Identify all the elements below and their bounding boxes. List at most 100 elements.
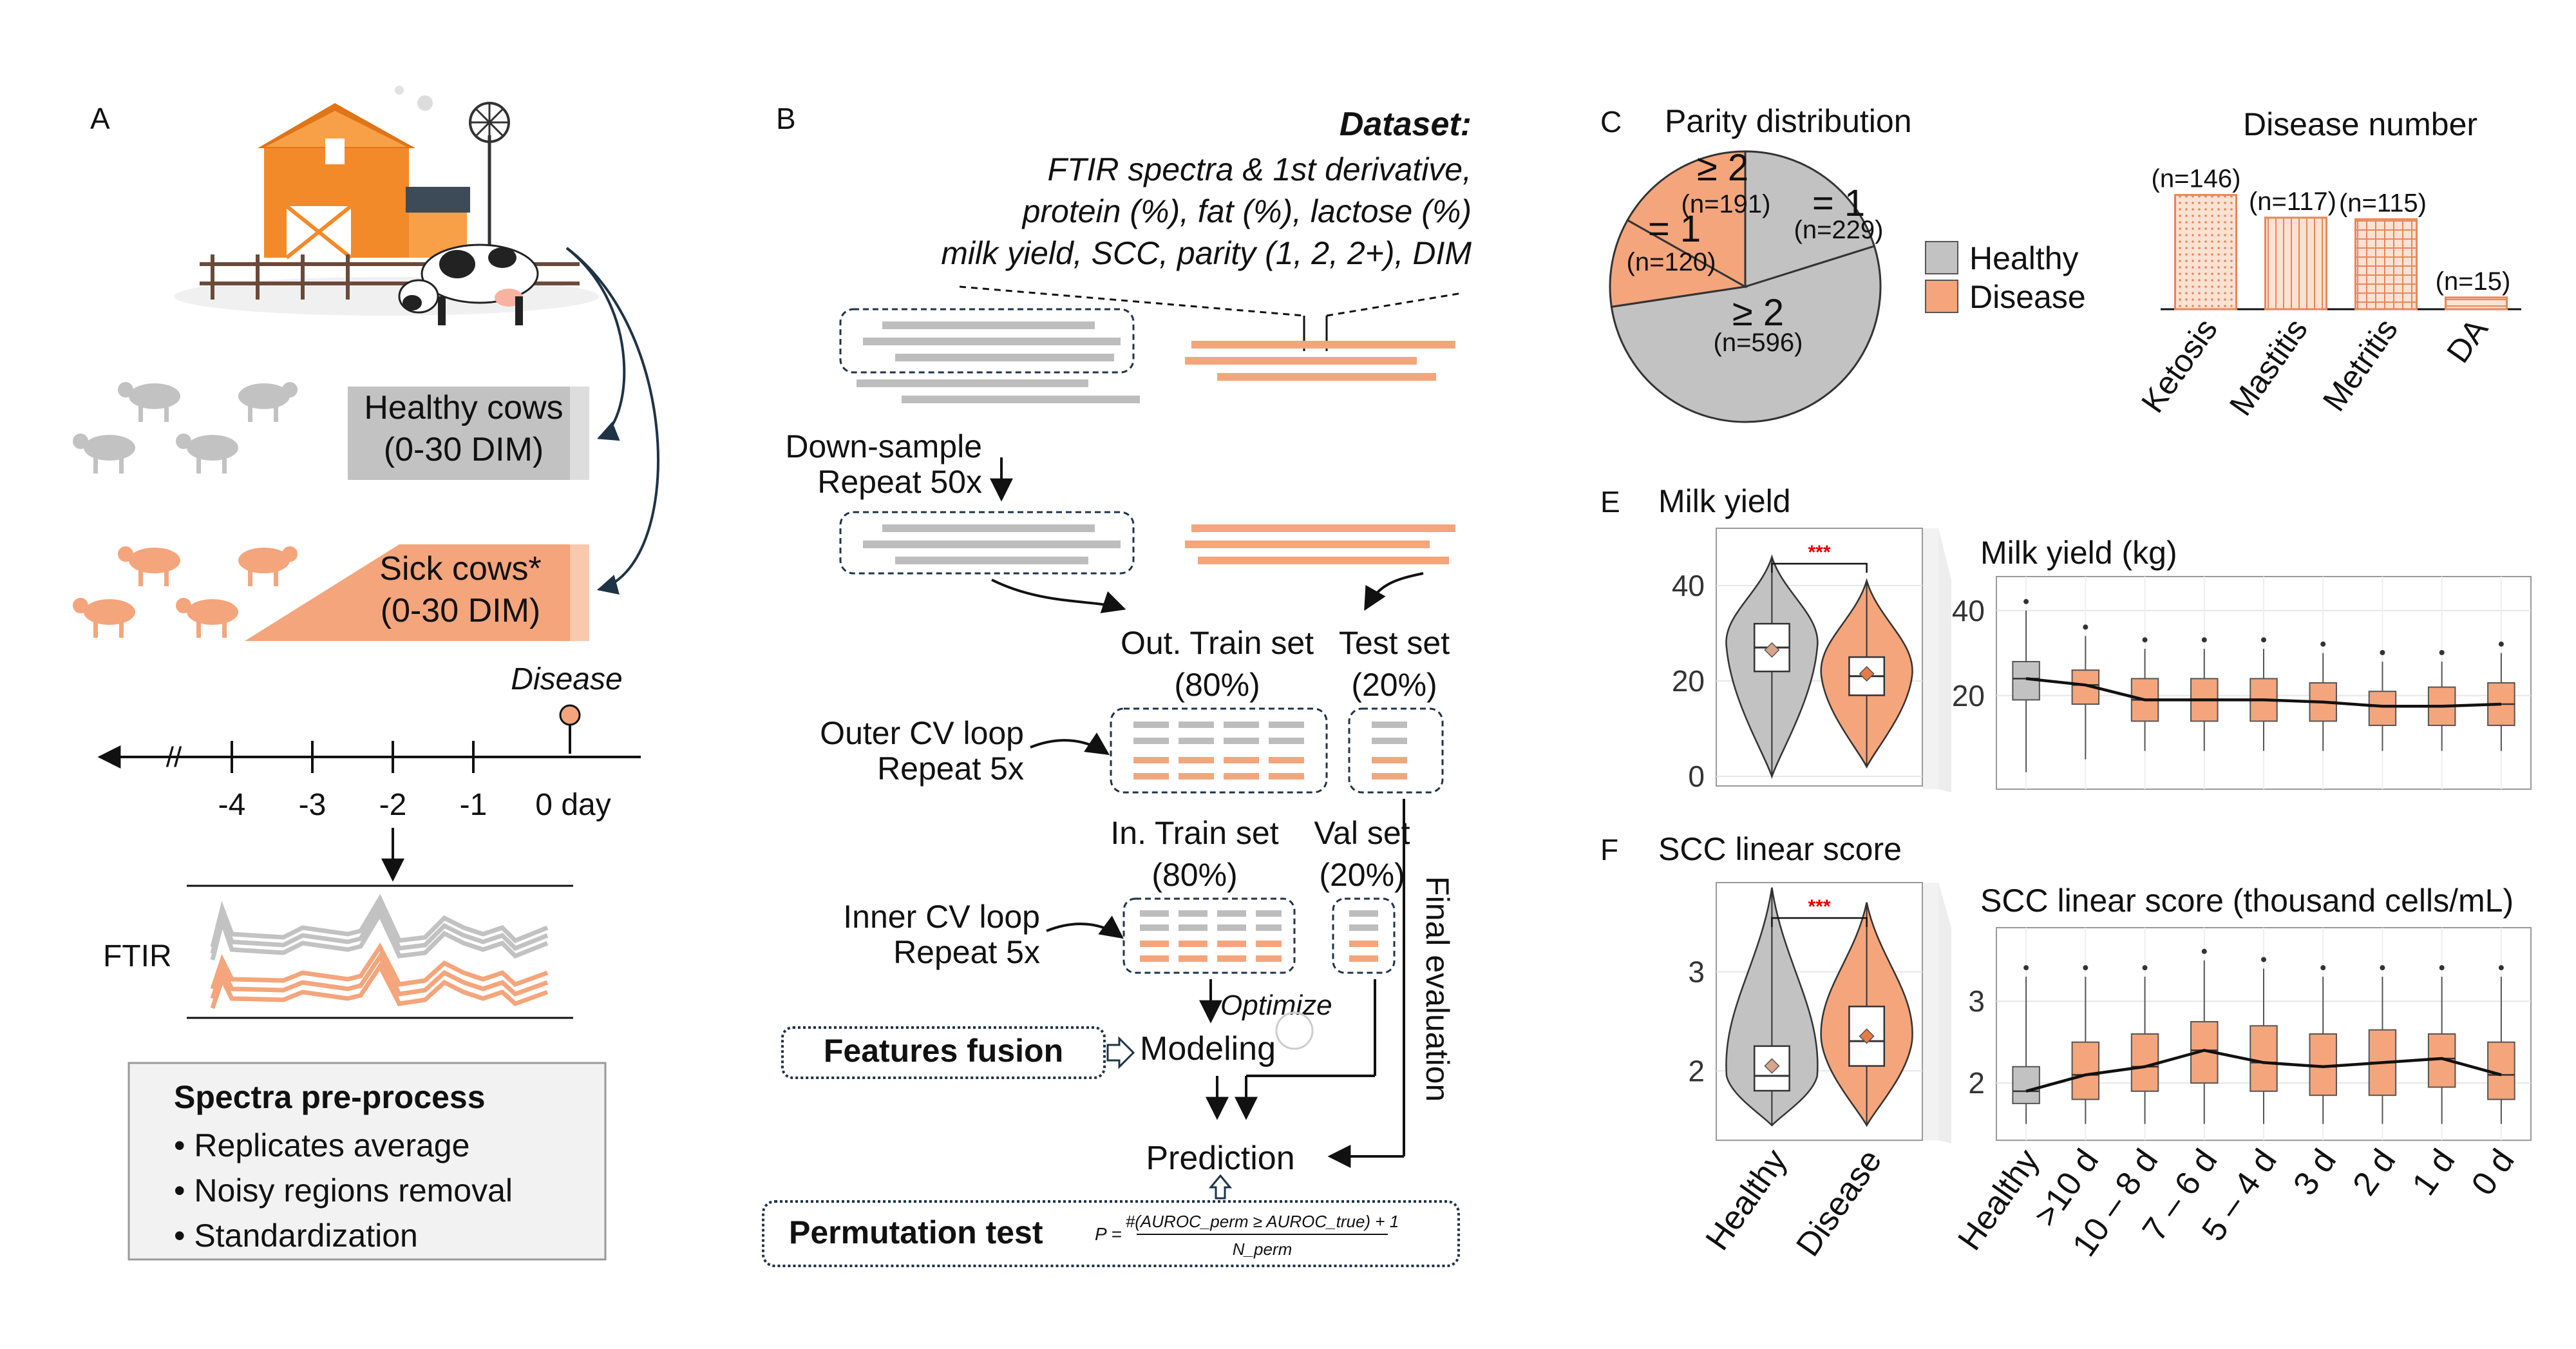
outer-cv-repeat: Repeat 5x	[877, 751, 1024, 787]
x-tick-label: 1 d	[2405, 1143, 2463, 1202]
significance-bracket	[1771, 917, 1868, 927]
inner-cv-label: Inner CV loop	[843, 899, 1040, 935]
y-tick-label: 0	[1688, 760, 1705, 793]
pie-slice-count: (n=120)	[1627, 248, 1716, 276]
legend-healthy: Healthy	[1969, 240, 2079, 276]
disease-pin-icon	[559, 704, 581, 726]
pie-slice	[1626, 150, 1747, 289]
pie-title: Parity distribution	[1665, 103, 1912, 139]
violin-mean	[1859, 1028, 1875, 1044]
panel-e-right-title: Milk yield (kg)	[1980, 535, 2177, 571]
panel-f: F SCC linear score SCC linear score (tho…	[1600, 831, 2532, 1263]
sick-cows-icons	[73, 546, 298, 638]
box-outlier	[2380, 965, 2385, 971]
pie-slice-count: (n=596)	[1714, 329, 1803, 357]
box-outlier	[2083, 965, 2088, 971]
healthy-cows-dim: (0-30 DIM)	[384, 431, 544, 468]
box-outlier	[2023, 598, 2029, 604]
sick-cows-box	[245, 544, 589, 641]
disease-bar-category: Metritis	[2316, 312, 2405, 417]
legend-swatch-healthy	[1925, 241, 1958, 274]
arrow-to-healthy	[565, 247, 626, 441]
box-outlier	[2498, 965, 2504, 971]
dataset-line: milk yield, SCC, parity (1, 2, 2+), DIM	[941, 235, 1472, 271]
healthy-cows-label: Healthy cows	[364, 389, 563, 426]
disease-bar-value: (n=15)	[2436, 267, 2511, 296]
pie-slice	[1609, 218, 1748, 308]
healthy-data-rows	[857, 321, 1140, 403]
formula-p: P =	[1095, 1224, 1122, 1244]
final-evaluation-label: Final evaluation	[1419, 876, 1455, 1102]
dataset-line: FTIR spectra & 1st derivative,	[1047, 151, 1472, 187]
disease-marker-label: Disease	[511, 662, 622, 696]
disease-bar-value: (n=117)	[2249, 187, 2336, 216]
test-set-label: Test set	[1339, 625, 1450, 661]
y-tick-label: 3	[1968, 984, 1985, 1018]
features-fusion-box	[781, 1026, 1106, 1079]
panel-c-letter: C	[1600, 105, 1622, 139]
box-body	[2487, 1041, 2515, 1100]
disease-bar-category: Ketosis	[2134, 312, 2224, 419]
y-tick-label: 20	[1952, 679, 1985, 713]
inner-train-label: In. Train set	[1110, 815, 1278, 851]
x-tick-label: Healthy	[1951, 1143, 2047, 1258]
significance-bracket	[1771, 562, 1868, 573]
sick-cows-label: Sick cows*	[379, 550, 541, 588]
disease-bar-value: (n=146)	[2152, 165, 2241, 193]
pie-slice-label: ≥ 2	[1697, 147, 1748, 189]
inner-train-box	[1122, 897, 1296, 974]
outer-cv-label: Outer CV loop	[820, 715, 1024, 751]
val-set-pct: (20%)	[1319, 857, 1405, 893]
box-body	[2249, 1025, 2278, 1092]
pie-slice-label: ≥ 2	[1732, 292, 1784, 334]
val-set-label: Val set	[1314, 815, 1410, 851]
box-outlier	[2201, 948, 2207, 954]
box-body	[2012, 1066, 2040, 1104]
timeline-tick-label: -1	[460, 788, 488, 822]
ftir-label: FTIR	[103, 939, 172, 973]
outer-train-pct: (80%)	[1174, 667, 1260, 703]
formula-denominator: N_perm	[1233, 1239, 1292, 1259]
bar-chart-title: Disease number	[2243, 106, 2477, 142]
downsample-repeat: Repeat 50x	[817, 464, 982, 500]
healthy-cows-icons	[73, 382, 298, 474]
sick-cows-dim: (0-30 DIM)	[381, 592, 540, 629]
healthy-cows-box	[348, 387, 589, 480]
box-outlier	[2320, 965, 2326, 971]
box-outlier	[2439, 650, 2445, 655]
violin-mean	[1764, 1058, 1780, 1074]
preprocess-item: • Noisy regions removal	[174, 1172, 513, 1209]
up-arrow-icon	[1208, 1174, 1233, 1200]
x-tick-label: Disease	[1789, 1143, 1889, 1263]
fusion-arrow-icon	[1106, 1036, 1135, 1069]
timeline-tick-label: -4	[218, 788, 246, 822]
pie-slice-count: (n=191)	[1681, 190, 1771, 218]
box-outlier	[2023, 965, 2029, 971]
panel-a: A	[73, 86, 659, 1261]
modeling-label: Modeling	[1140, 1030, 1276, 1067]
panel-b: B Dataset: FTIR spectra & 1st derivative…	[762, 102, 1472, 1267]
disease-bar	[2264, 216, 2327, 311]
significance-stars: ***	[1808, 542, 1830, 563]
box-outlier	[2439, 965, 2445, 971]
healthy-dataset-box	[839, 308, 1135, 374]
panel-e-title: Milk yield	[1658, 483, 1791, 519]
dataset-title: Dataset:	[1340, 106, 1472, 143]
pie-slice	[1610, 245, 1882, 423]
outer-train-label: Out. Train set	[1121, 625, 1314, 661]
timeline-tick-label: -2	[379, 788, 407, 822]
y-tick-label: 2	[1968, 1066, 1985, 1100]
panel-f-right-title: SCC linear score (thousand cells/mL)	[1980, 883, 2514, 919]
timeline-tick-label: 0 day	[535, 788, 611, 822]
formula-numerator: #(AUROC_perm ≥ AUROC_true) + 1	[1126, 1212, 1399, 1231]
box-body	[2368, 691, 2397, 726]
legend-swatch-disease	[1925, 280, 1958, 313]
box-outlier	[2083, 624, 2088, 630]
panel-e-letter: E	[1600, 485, 1620, 519]
box-outlier	[2261, 637, 2266, 643]
box-body	[2071, 1041, 2100, 1100]
